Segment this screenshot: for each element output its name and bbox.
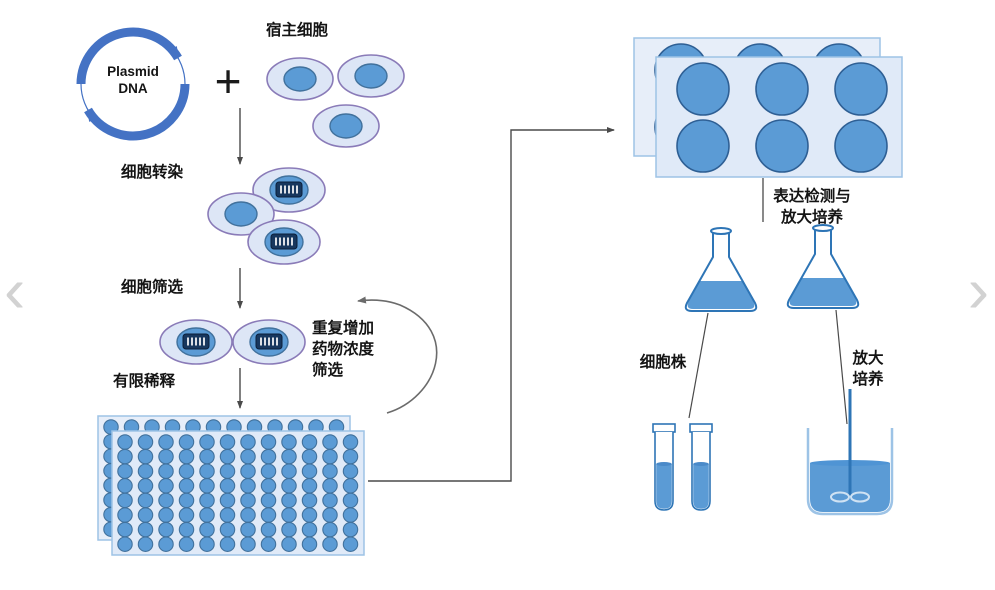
- repeat-selection-line1: 重复增加: [312, 320, 375, 337]
- host-cells-icon: [266, 54, 405, 148]
- 96-well-plate-icon: [97, 415, 365, 556]
- host-cell-icon: [266, 57, 334, 101]
- cell-bank-tubes-icon: [652, 423, 713, 511]
- transfected-cell-icon: [247, 219, 321, 265]
- bioreactor-icon: [806, 389, 894, 516]
- selected-cell-icon: [232, 319, 306, 365]
- repeat-selection-line2: 药物浓度: [312, 341, 375, 358]
- repeat-selection-line3: 筛选: [312, 362, 344, 379]
- plus-sign: +: [214, 55, 242, 107]
- carousel-prev-button[interactable]: ‹: [4, 254, 26, 326]
- plasmid-dna-icon: [76, 27, 190, 141]
- host-cell-icon: [337, 54, 405, 98]
- expression-label-line1: 表达检测与: [773, 188, 851, 205]
- limiting-dilution-label: 有限稀释: [112, 373, 176, 390]
- cell-bank-tube-icon: [689, 423, 713, 511]
- shake-flasks-icon: [684, 224, 860, 312]
- to-cell-bank-line: [688, 312, 709, 419]
- six-well-grid-front: [676, 62, 888, 173]
- shake-flask-icon: [786, 224, 860, 309]
- well-grid-front: [117, 434, 359, 552]
- 6-well-plate-icon: [633, 37, 903, 178]
- carousel-next-button[interactable]: ›: [967, 254, 989, 326]
- expression-label-line2: 放大培养: [780, 209, 844, 226]
- selected-cell-icon: [159, 319, 233, 365]
- plasmid-label-line2: DNA: [118, 81, 148, 96]
- host-cells-label: 宿主细胞: [265, 22, 329, 39]
- plasmid-dna-label: Plasmid DNA: [107, 63, 159, 97]
- scale-up-line2: 培养: [852, 371, 884, 388]
- scale-up-line1: 放大: [852, 350, 884, 367]
- transfection-label: 细胞转染: [120, 164, 184, 181]
- cell-bank-tube-icon: [652, 423, 676, 511]
- screening-label: 细胞筛选: [120, 279, 184, 296]
- selected-cells-icon: [159, 319, 306, 365]
- host-cell-icon: [312, 104, 380, 148]
- shake-flask-icon: [684, 227, 758, 312]
- repeat-selection-loop-arrow: [357, 296, 438, 414]
- impeller-icon: [830, 491, 870, 503]
- transfected-cells-icon: [207, 167, 326, 265]
- plasmid-label-line1: Plasmid: [107, 64, 159, 79]
- repeat-selection-label: 重复增加 药物浓度 筛选: [312, 318, 374, 381]
- to-expansion-arrow: [368, 127, 615, 482]
- cell-line-label: 细胞株: [639, 354, 687, 371]
- scale-up-label: 放大 培养: [852, 348, 883, 390]
- expression-scaleup-label: 表达检测与 放大培养: [773, 186, 851, 228]
- to-bioreactor-line: [835, 309, 848, 425]
